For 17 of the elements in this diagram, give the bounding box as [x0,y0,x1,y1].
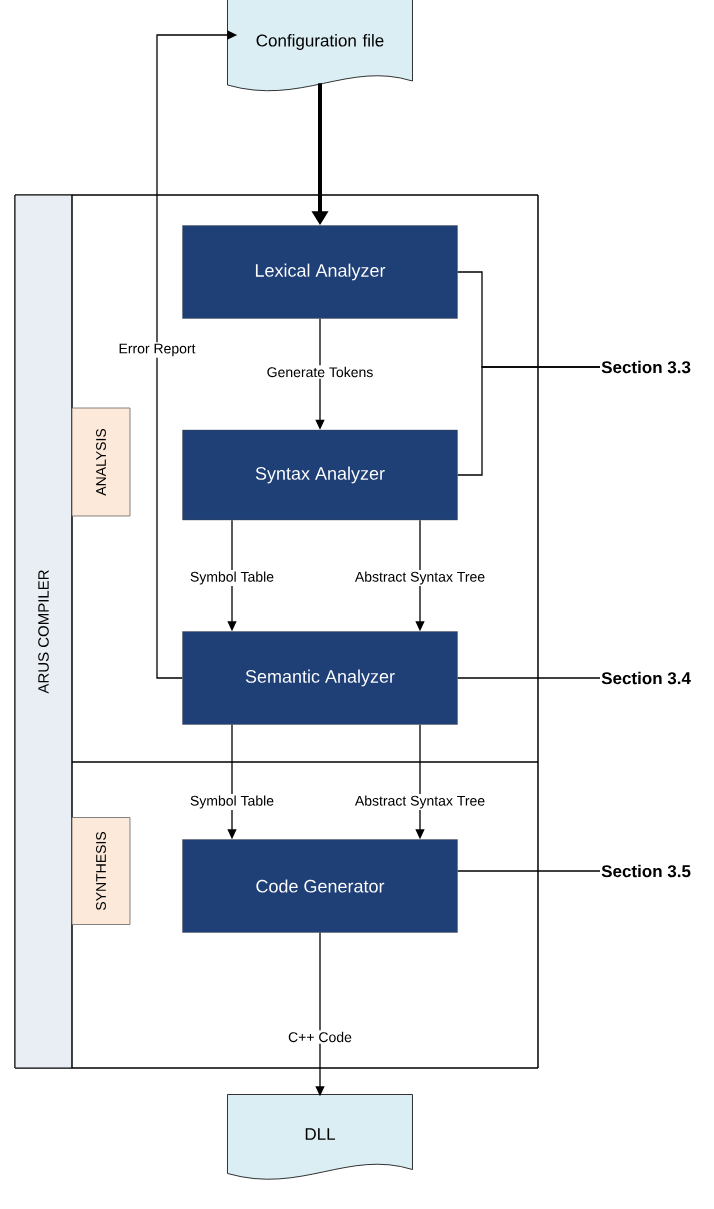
section-label: Section 3.5 [601,864,691,878]
process-box: Lexical Analyzer [182,225,458,319]
edge-label: Symbol Table [188,794,276,811]
edge-label: Symbol Table [188,570,276,587]
edge-label: C++ Code [286,1030,354,1044]
process-box: Semantic Analyzer [182,631,458,725]
connector-line [457,677,601,679]
edge-label: Abstract Syntax Tree [353,794,487,811]
edge-label: Generate Tokens [265,365,375,379]
connector-line [457,366,601,476]
section-label: Section 3.3 [601,360,691,374]
process-box: Code Generator [182,839,458,933]
process-box: Syntax Analyzer [182,429,458,521]
connector-line [457,870,601,872]
section-label: Section 3.4 [601,671,691,685]
edge-label: Error Report [117,342,197,358]
edge-label: Abstract Syntax Tree [353,570,487,587]
